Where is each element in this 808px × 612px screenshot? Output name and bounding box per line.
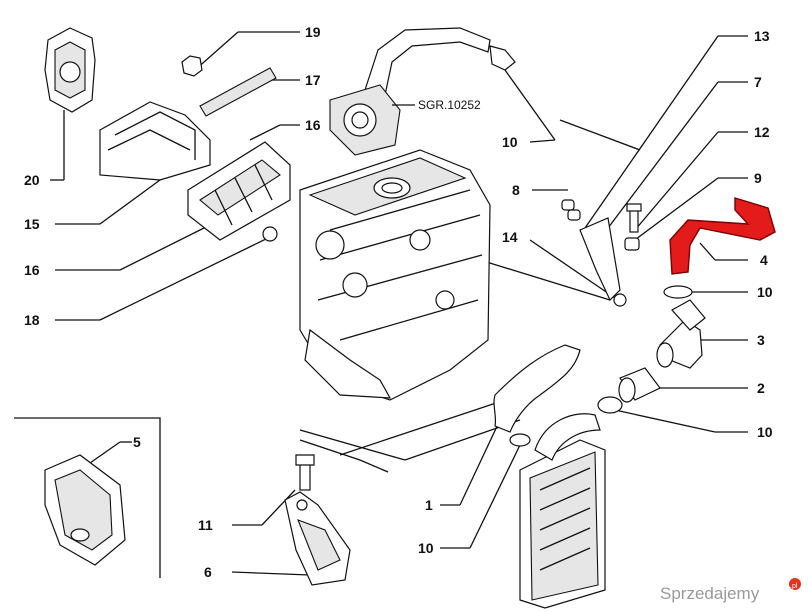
throttle-body-assembly [329,27,516,156]
part-11-bolt [295,454,315,491]
callout-5: 5 [133,434,141,450]
callout-10: 10 [418,540,434,556]
callout-16: 16 [305,117,321,133]
callout-3: 3 [757,332,765,348]
part-12-bolt [626,203,642,233]
callout-8: 8 [512,182,520,198]
callout-20: 20 [24,172,40,188]
part-9-spacer [624,237,640,251]
callout-16: 16 [24,262,40,278]
part-18-plug [262,226,278,242]
part-6-bracket [284,491,351,586]
callout-17: 17 [305,72,321,88]
callout-1: 1 [425,497,433,513]
callout-14: 14 [502,229,518,245]
watermark: Sprzedajemy .pl [652,578,802,606]
part-1-hose [493,344,581,433]
part-2-sleeve [618,367,661,403]
part-3-elbow-hose [656,299,706,369]
part-19-nut [181,55,203,77]
callout-19: 19 [305,24,321,40]
watermark-dot-icon [789,578,801,590]
callout-13: 13 [754,28,770,44]
part-10-clamp-right [663,285,693,299]
part-15-bracket [99,101,211,181]
part-17-strip [199,67,277,117]
callout-18: 18 [24,312,40,328]
callout-7: 7 [754,74,762,90]
callout-labels: 19 17 16 20 15 16 18 10 13 7 12 9 8 14 4… [24,24,773,580]
part-8-bushings [561,199,581,221]
callout-10: 10 [757,424,773,440]
callout-6: 6 [204,564,212,580]
intercooler [519,413,606,609]
part-5-clip [44,454,126,566]
callout-4: 4 [760,252,768,268]
callout-2: 2 [757,380,765,396]
callout-12: 12 [754,124,770,140]
watermark-text: Sprzedajemy [660,584,760,603]
engine-block [299,149,491,401]
part-10-clamp-lower-right [597,396,623,414]
reference-code-label: SGR.10252 [418,98,481,112]
part-10-clamp-bottom [509,433,531,447]
callout-10: 10 [502,134,518,150]
callout-9: 9 [754,170,762,186]
callout-11: 11 [198,517,213,533]
part-14-support-bracket [579,217,627,307]
callout-10: 10 [757,284,773,300]
leader-lines [14,31,748,578]
part-16-engine-cover [187,141,291,241]
part-20-bracket-clip [44,27,96,113]
callout-15: 15 [24,216,40,232]
part-4-hose-highlighted [669,197,776,275]
watermark-suffix: .pl [790,583,798,590]
